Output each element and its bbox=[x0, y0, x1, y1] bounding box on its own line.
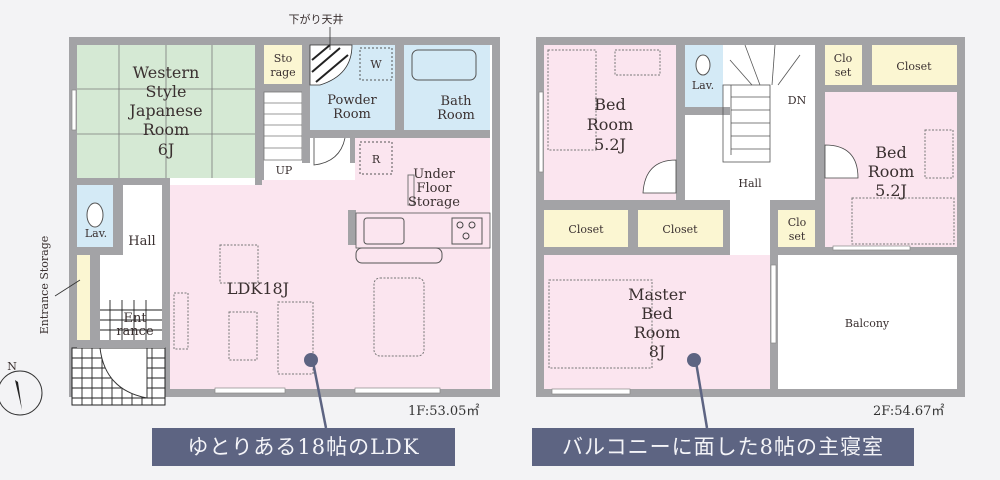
lav-1f-label: Lav. bbox=[85, 227, 107, 240]
under-floor-storage-label-3: Storage bbox=[408, 195, 460, 210]
stairs-down-label: DN bbox=[788, 94, 807, 107]
floor-2-highlight-banner: バルコニーに面した8帖の主寝室 bbox=[532, 428, 914, 466]
front-door bbox=[99, 347, 148, 399]
stairs-1f bbox=[263, 91, 303, 161]
floor-1-highlight-banner: ゆとりある18帖のLDK bbox=[152, 428, 455, 466]
floor-2-area: 2F:54.67㎡ bbox=[873, 404, 945, 419]
bedroom-2-label-3: 5.2J bbox=[875, 181, 907, 200]
master-bedroom-label-4: 8J bbox=[649, 342, 666, 361]
storage-room bbox=[264, 45, 302, 84]
furniture-1f bbox=[173, 244, 425, 375]
closet-small-top bbox=[825, 45, 862, 85]
japanese-room-label-5: 6J bbox=[158, 140, 175, 159]
entrance-floor bbox=[71, 300, 166, 406]
windows-1f bbox=[71, 89, 441, 394]
bath-room-label-1: Bath bbox=[441, 94, 473, 109]
storage-label-1: Sto bbox=[274, 52, 293, 65]
japanese-room-label-1: Western bbox=[133, 63, 200, 82]
bedroom-2-label-2: Room bbox=[868, 162, 914, 181]
closet-small-top-label-1: Clo bbox=[834, 52, 853, 65]
lowered-ceiling-note: 下がり天井 bbox=[289, 12, 344, 26]
ldk-room bbox=[170, 138, 490, 389]
lav-2f-label: Lav. bbox=[692, 79, 714, 92]
balcony-label: Balcony bbox=[845, 317, 890, 330]
stairs-up-label: UP bbox=[276, 164, 293, 177]
washer-space bbox=[359, 47, 393, 81]
bedroom-2-label-1: Bed bbox=[875, 143, 906, 162]
washer-label: W bbox=[370, 58, 382, 71]
closet-a-label: Closet bbox=[568, 223, 604, 236]
compass-north-label: N bbox=[7, 360, 17, 373]
master-pointer-dot bbox=[687, 353, 701, 367]
closet-small-mid-label-2: set bbox=[789, 230, 806, 243]
fridge-space bbox=[359, 141, 393, 175]
balcony bbox=[778, 255, 957, 389]
door-1f-hall bbox=[313, 137, 346, 166]
floor-2-plan bbox=[536, 37, 965, 397]
floor-1-plan bbox=[69, 37, 500, 406]
kitchen-counter bbox=[348, 210, 491, 264]
windows-2f bbox=[538, 91, 911, 395]
japanese-room-label-2: Style bbox=[145, 82, 186, 101]
master-bedroom-label-1: Master bbox=[628, 285, 686, 304]
lav-2f bbox=[685, 45, 723, 107]
storage-label-2: rage bbox=[270, 66, 295, 79]
master-bedroom bbox=[544, 255, 770, 389]
fridge-label: R bbox=[372, 153, 381, 166]
powder-room-label-1: Powder bbox=[327, 93, 377, 108]
door-bedroom-2 bbox=[824, 144, 859, 179]
japanese-room-label-4: Room bbox=[143, 120, 189, 139]
closet-top-label: Closet bbox=[896, 60, 932, 73]
closet-top bbox=[872, 45, 957, 85]
bedroom-1-label-1: Bed bbox=[594, 95, 625, 114]
powder-room-label-2: Room bbox=[333, 107, 371, 122]
stairs-2f bbox=[722, 44, 801, 163]
closet-small-mid bbox=[778, 210, 815, 247]
furniture-2f bbox=[547, 49, 955, 369]
closet-small-top-label-2: set bbox=[835, 66, 852, 79]
closet-b-label: Closet bbox=[662, 223, 698, 236]
floor-1-area: 1F:53.05㎡ bbox=[408, 404, 480, 419]
under-floor-storage-label-2: Floor bbox=[416, 181, 452, 196]
japanese-room-label-3: Japanese bbox=[127, 101, 202, 120]
hall-2f-label: Hall bbox=[738, 177, 762, 190]
entrance-label-2: rance bbox=[116, 324, 154, 339]
entrance-label-1: Ent bbox=[123, 311, 147, 326]
bedroom-1-label-2: Room bbox=[587, 115, 633, 134]
closet-a bbox=[544, 210, 628, 247]
master-bedroom-label-3: Room bbox=[634, 323, 680, 342]
hall-1f-label: Hall bbox=[128, 234, 155, 249]
closet-b bbox=[638, 210, 723, 247]
ldk-label: LDK18J bbox=[227, 279, 289, 298]
entrance-storage-label: Entrance Storage bbox=[38, 236, 51, 335]
bedroom-1-label-3: 5.2J bbox=[594, 135, 626, 154]
ldk-pointer-dot bbox=[304, 353, 318, 367]
closet-small-mid-label-1: Clo bbox=[788, 216, 807, 229]
master-bedroom-label-2: Bed bbox=[641, 304, 672, 323]
bath-room-label-2: Room bbox=[437, 108, 475, 123]
under-floor-storage-label-1: Under bbox=[413, 167, 455, 182]
compass-icon: N bbox=[0, 360, 43, 416]
entrance-storage bbox=[77, 255, 90, 340]
